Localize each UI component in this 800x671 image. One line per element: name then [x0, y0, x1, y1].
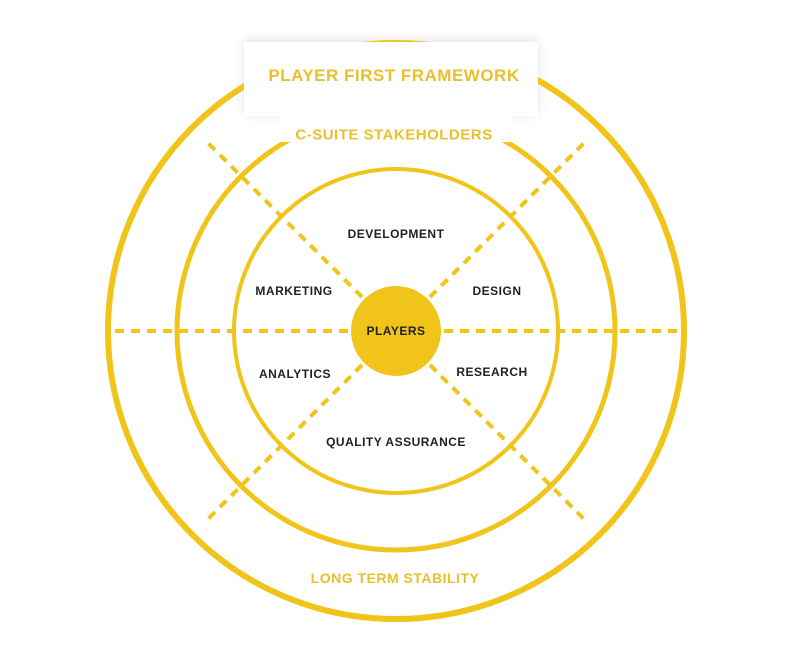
segment-marketing: MARKETING: [255, 284, 333, 298]
dashed-spoke: [428, 363, 590, 525]
dashed-spokes: [114, 137, 678, 525]
dashed-spoke: [202, 137, 364, 299]
c-suite-label: C-SUITE STAKEHOLDERS: [295, 126, 493, 144]
players-label: PLAYERS: [366, 324, 426, 338]
dashed-spoke: [202, 363, 364, 525]
segment-research: RESEARCH: [456, 365, 528, 379]
segment-quality-assurance: QUALITY ASSURANCE: [326, 435, 466, 449]
segment-design: DESIGN: [472, 284, 522, 298]
players-center-circle: [351, 286, 441, 376]
dashed-spoke: [428, 137, 590, 299]
title-panel: [244, 42, 538, 116]
long-term-stability-label: LONG TERM STABILITY: [310, 570, 480, 586]
segment-analytics: ANALYTICS: [258, 367, 332, 381]
diagram-title: PLAYER FIRST FRAMEWORK: [268, 66, 520, 85]
segment-development: DEVELOPMENT: [347, 227, 445, 241]
